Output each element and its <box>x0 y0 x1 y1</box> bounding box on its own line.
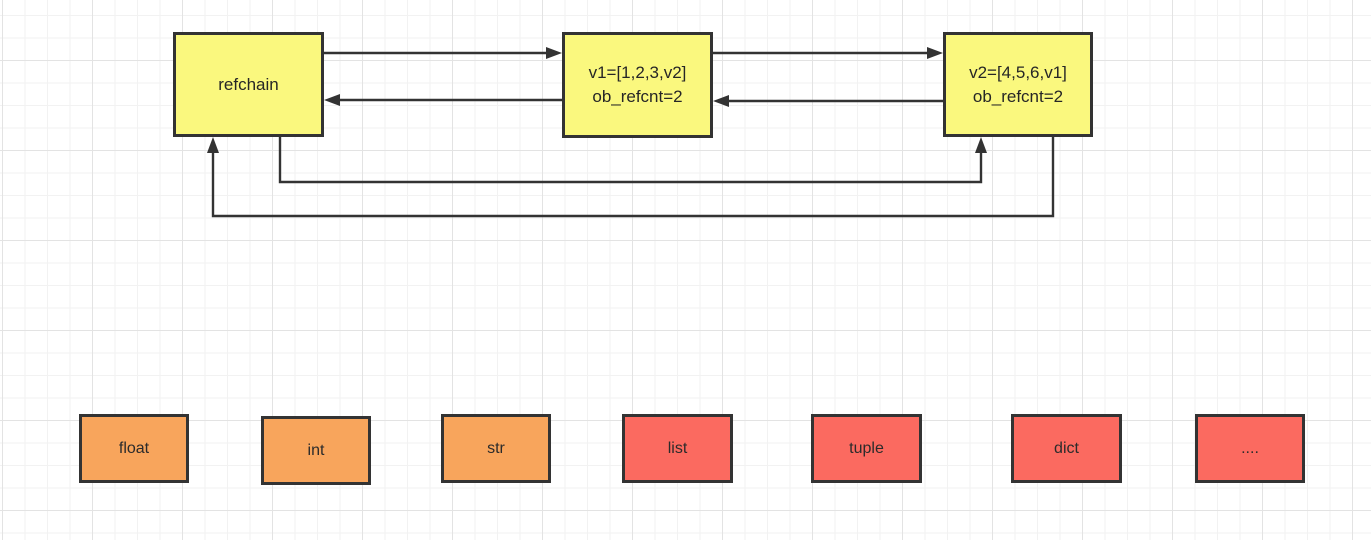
edge-v2-to-refchain-bottom[interactable] <box>207 137 1055 218</box>
typebox-str[interactable]: str <box>441 414 551 483</box>
arrowhead-right-icon <box>927 47 943 59</box>
node-v1-line2: ob_refcnt=2 <box>592 87 683 106</box>
edge-refchain-to-v1[interactable] <box>324 47 562 59</box>
typebox-float-label: float <box>118 439 150 457</box>
node-v2-line2: ob_refcnt=2 <box>972 86 1064 106</box>
arrowhead-left-icon <box>324 94 340 106</box>
typebox-tuple[interactable]: tuple <box>811 414 922 483</box>
typebox-others[interactable]: .... <box>1195 414 1305 483</box>
typebox-int-label: int <box>307 441 325 459</box>
node-v2-line1: v2=[4,5,6,v1] <box>969 62 1067 82</box>
node-refchain-label: refchain <box>218 74 279 94</box>
typebox-float[interactable]: float <box>79 414 189 483</box>
edge-v1-to-v2[interactable] <box>713 47 943 59</box>
arrowhead-up-icon <box>207 137 219 153</box>
node-refchain[interactable]: refchain <box>173 32 324 137</box>
node-v1-line1: v1=[1,2,3,v2] <box>588 63 687 82</box>
arrowhead-up-icon <box>975 137 987 153</box>
typebox-list[interactable]: list <box>622 414 733 483</box>
typebox-dict-label: dict <box>1054 439 1079 457</box>
arrowhead-right-icon <box>546 47 562 59</box>
typebox-tuple-label: tuple <box>849 439 884 457</box>
node-v1[interactable]: v1=[1,2,3,v2] ob_refcnt=2 <box>562 32 713 138</box>
arrowhead-left-icon <box>713 95 729 107</box>
typebox-list-label: list <box>667 439 688 457</box>
edge-refchain-to-v2-bottom[interactable] <box>278 137 987 184</box>
typebox-others-label: .... <box>1241 439 1259 457</box>
typebox-dict[interactable]: dict <box>1011 414 1122 483</box>
edge-v2-to-v1[interactable] <box>713 95 943 107</box>
node-v2[interactable]: v2=[4,5,6,v1] ob_refcnt=2 <box>943 32 1093 137</box>
typebox-str-label: str <box>487 439 505 457</box>
edge-v1-to-refchain[interactable] <box>324 94 562 106</box>
typebox-int[interactable]: int <box>261 416 371 485</box>
